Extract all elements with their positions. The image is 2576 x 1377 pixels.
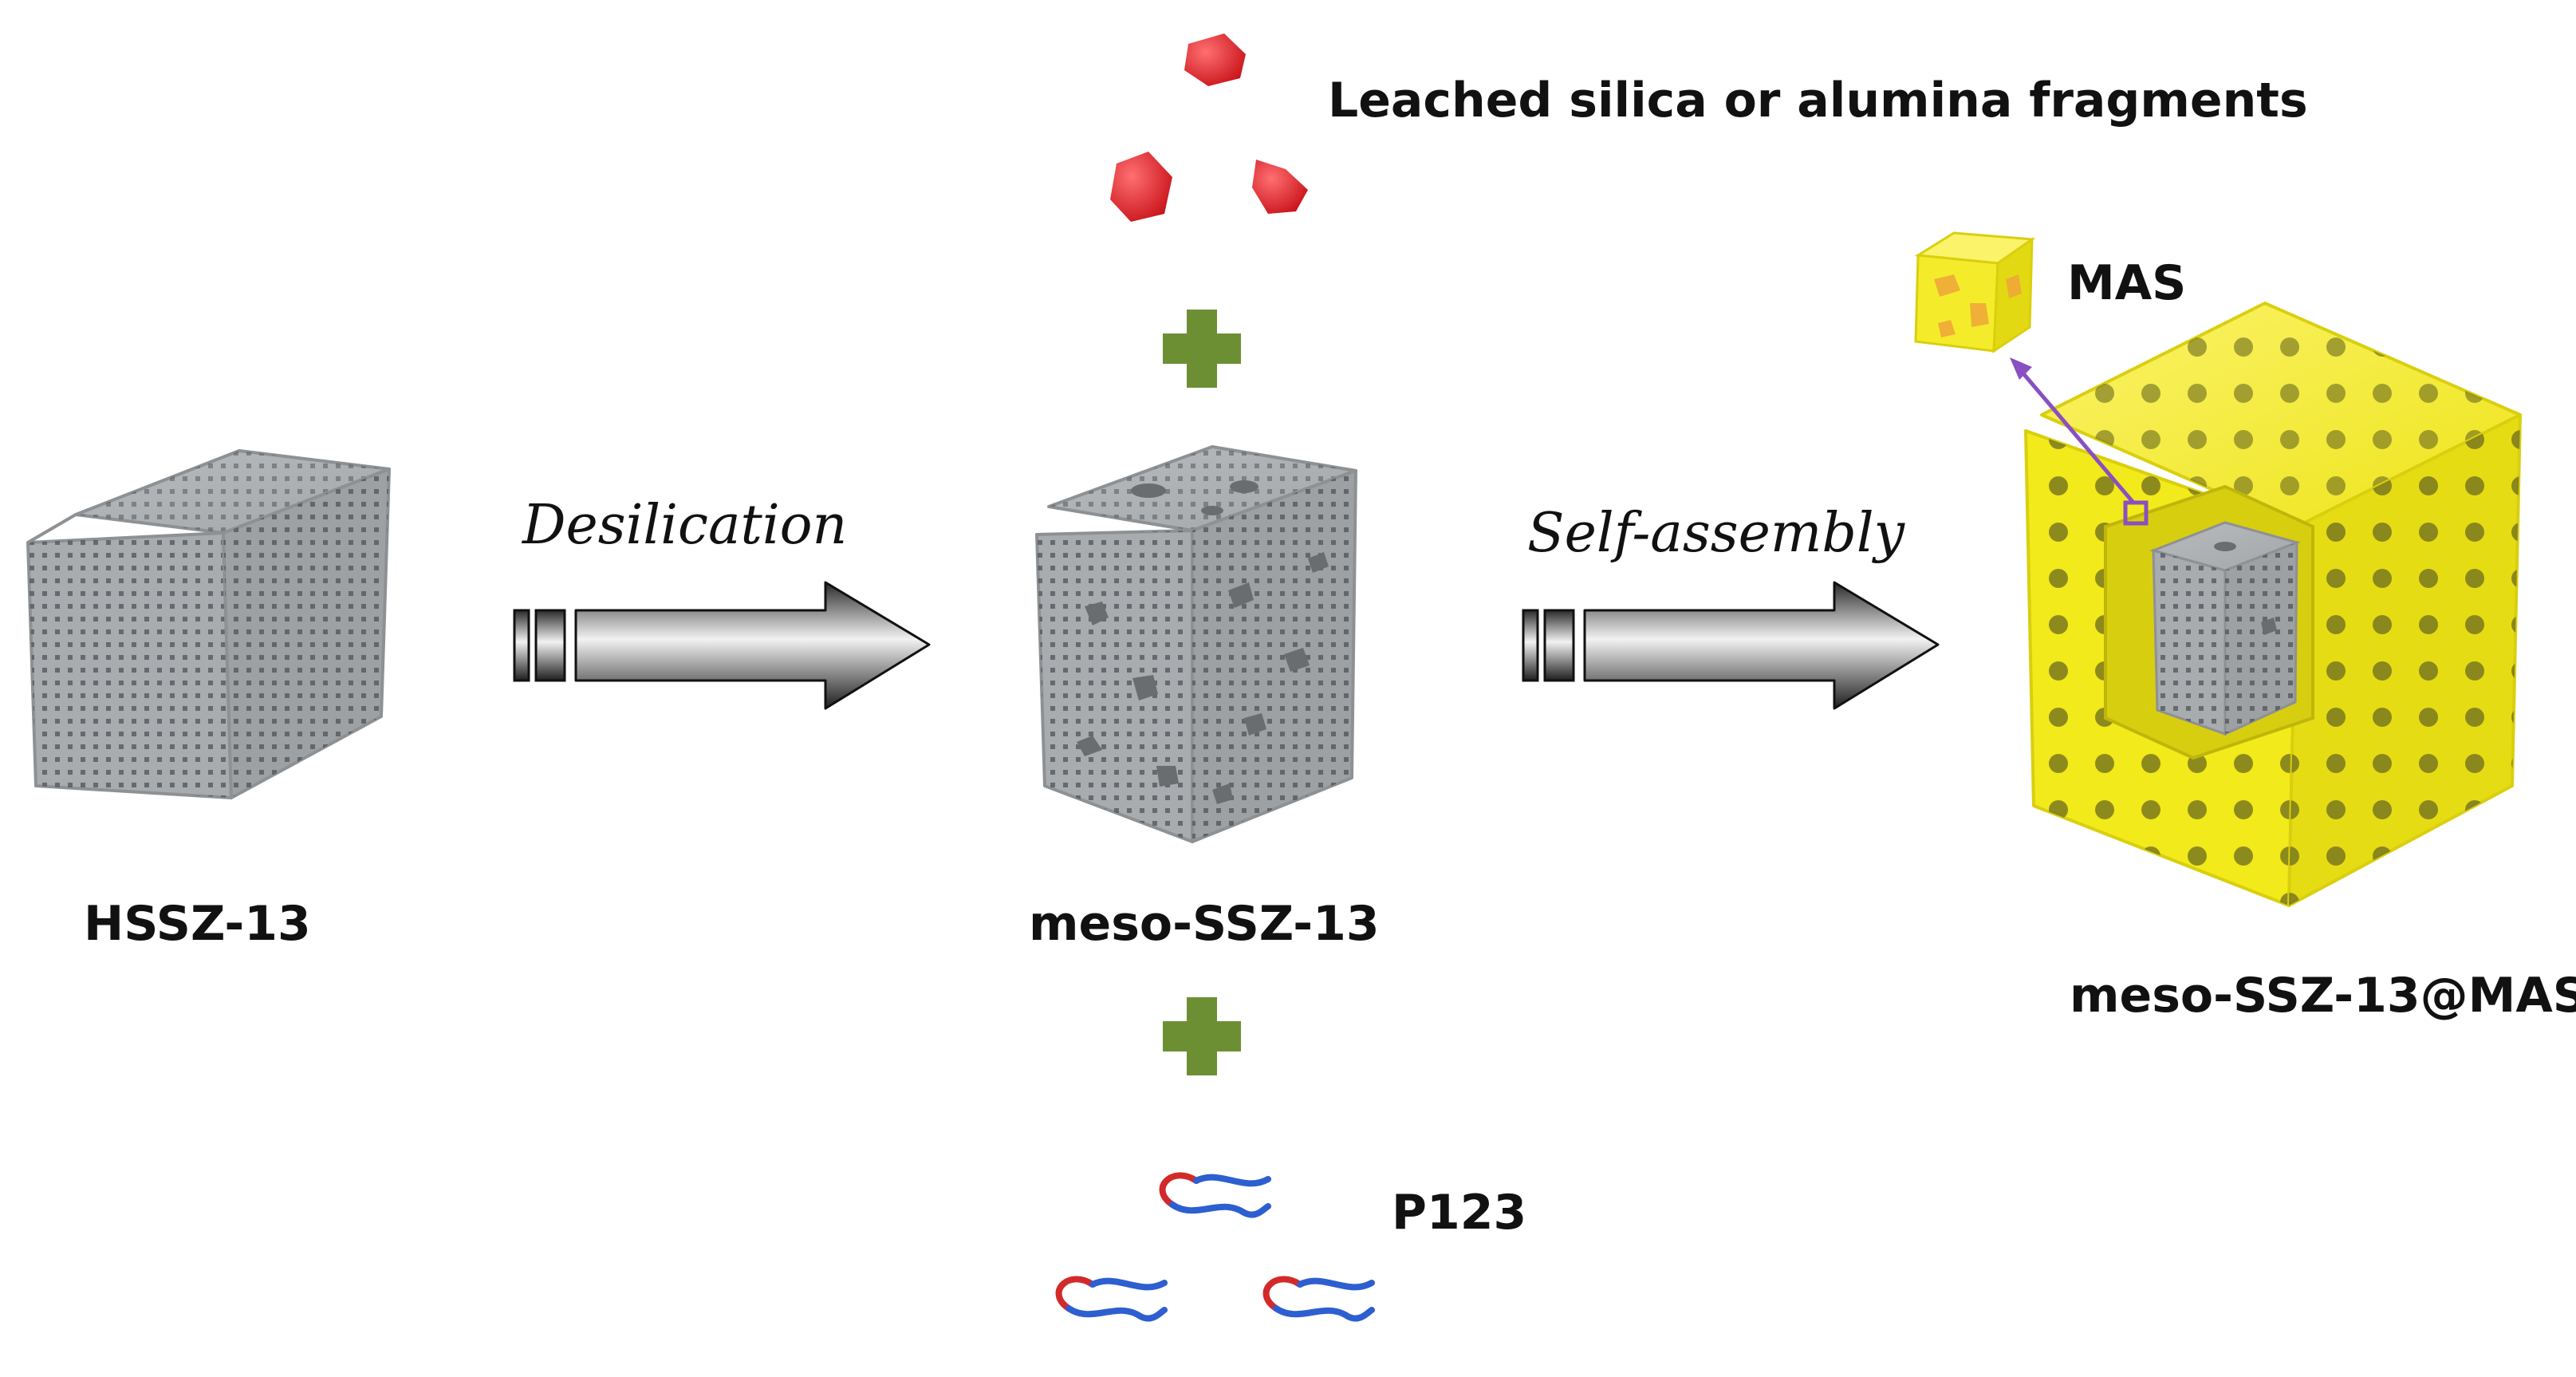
red-fragment-icon [1184, 34, 1246, 86]
plus-icon-bottom [1163, 997, 1241, 1075]
meso-ssz-13-mas-cube [2010, 302, 2522, 907]
self-assembly-arrow [1522, 581, 1940, 710]
hssz-13-cube [26, 449, 391, 799]
meso-ssz-13-mas-label: meso-SSZ-13@MAS [2070, 968, 2576, 1024]
mas-label: MAS [2067, 255, 2187, 311]
red-fragment-icon [1252, 160, 1308, 214]
meso-ssz-13-cube [1035, 445, 1357, 843]
plus-icon-top [1163, 310, 1241, 388]
desilication-label: Desilication [522, 494, 848, 557]
p123-label: P123 [1392, 1185, 1527, 1241]
red-fragment-icon [1110, 152, 1172, 222]
leached-fragments-label: Leached silica or alumina fragments [1328, 73, 2308, 128]
hssz-13-label: HSSZ-13 [84, 896, 311, 952]
desilication-arrow [513, 581, 931, 710]
leached-fragments-icon [1110, 34, 1308, 222]
meso-ssz-13-label: meso-SSZ-13 [1029, 896, 1380, 952]
self-assembly-label: Self-assembly [1527, 502, 1905, 565]
mas-cube-icon [1914, 231, 2036, 353]
p123-polymer-icon [1055, 1172, 1375, 1322]
